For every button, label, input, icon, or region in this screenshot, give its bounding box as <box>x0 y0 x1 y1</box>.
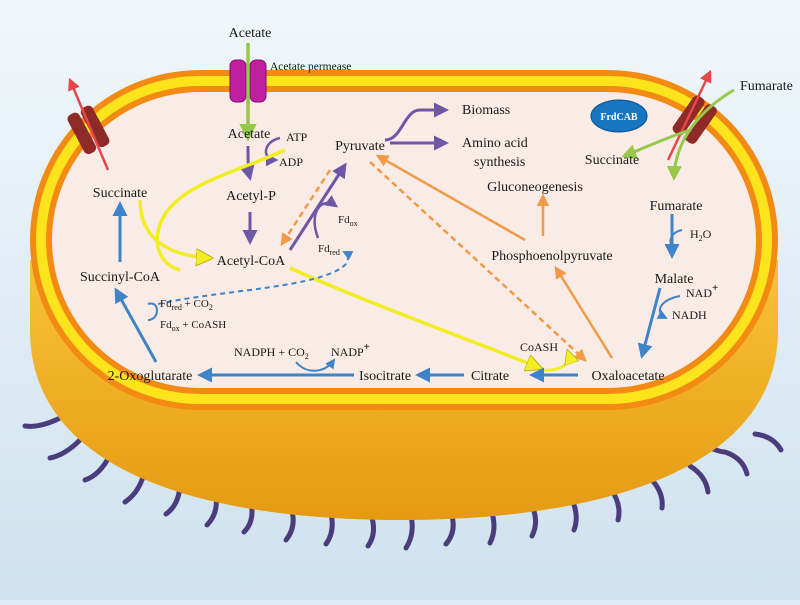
succinate-right-label: Succinate <box>585 153 639 168</box>
citrate-label: Citrate <box>471 369 509 384</box>
enzyme-blob-icon: FrdCAB <box>590 99 648 133</box>
malate-to-oxaloacetate-arrow <box>637 287 662 359</box>
nadph-loop <box>295 358 336 372</box>
gluconeogenesis-label: Gluconeogenesis <box>487 180 583 195</box>
two-oxoglutarate-label: 2-Oxoglutarate <box>108 369 193 384</box>
succinate-frd-arrow <box>621 128 691 159</box>
nad-label: NAD+ <box>686 282 718 300</box>
fd-loop-arrow <box>313 195 339 239</box>
fumarate-out-label: Fumarate <box>740 79 793 94</box>
acetyl-p-label: Acetyl-P <box>226 189 276 204</box>
fumarate-uptake-arrow <box>666 88 735 181</box>
acetate-in-label: Acetate <box>228 127 271 142</box>
pyruvate-to-acetylcoa-dashed-arrow <box>280 169 332 247</box>
nadph-co2-label: NADPH + CO2 <box>234 345 309 361</box>
pyruvate-to-oxaloacetate-dashed-arrow <box>369 161 587 362</box>
acetate-permease-label: Acetate permease <box>270 61 351 73</box>
acetyl-coa-label: Acetyl-CoA <box>217 254 286 269</box>
yellow-succinate-loop <box>155 148 286 272</box>
amino-acid-label: Amino acid <box>462 136 528 151</box>
oxaloacetate-label: Oxaloacetate <box>591 369 664 384</box>
phosphoenolpyruvate-label: Phosphoenolpyruvate <box>491 249 612 264</box>
succinate-export-arrow <box>68 77 110 171</box>
atp-label: ATP <box>286 130 308 144</box>
succinate-left-label: Succinate <box>93 186 147 201</box>
succinate-to-acetylcoa-arrow <box>138 199 210 258</box>
atp-adp-arrow <box>264 136 281 167</box>
nadp-label: NADP+ <box>331 341 370 359</box>
fd-co2-loop <box>147 302 158 321</box>
coash-release-arrow <box>539 352 569 372</box>
succinyl-coa-label: Succinyl-CoA <box>80 270 161 285</box>
acetylcoa-to-citrate-arrow <box>289 266 540 368</box>
oxaloacetate-to-pep-arrow <box>554 265 614 359</box>
h2o-label: H2O <box>690 227 712 243</box>
frdcab-label: FrdCAB <box>600 112 638 123</box>
fd-ox-top-label: Fdox <box>338 214 358 228</box>
nadh-label: NADH <box>672 308 707 322</box>
acetate-top-label: Acetate <box>229 26 272 41</box>
isocitrate-label: Isocitrate <box>359 369 411 384</box>
permease-icon <box>229 59 267 103</box>
fumarate-in-label: Fumarate <box>650 199 703 214</box>
fd-red-dashed-arrow <box>157 251 354 305</box>
malate-label: Malate <box>655 272 694 287</box>
h2o-loop <box>669 229 683 247</box>
pyruvate-to-biomass-arrow <box>384 102 449 142</box>
fd-ox-coash-label: Fdox + CoASH <box>160 319 226 333</box>
fd-red-co2-label: Fdred + CO2 <box>160 298 213 312</box>
transporter-icon <box>67 105 110 155</box>
synthesis-label: synthesis <box>474 155 525 170</box>
oxoglutarate-to-succinylcoa-arrow <box>114 287 158 363</box>
pep-to-pyruvate-arrow <box>375 154 526 242</box>
adp-label: ADP <box>279 155 303 169</box>
cytoplasm <box>52 92 756 388</box>
fd-red-top-label: Fdred <box>318 243 340 257</box>
nad-nadh-loop <box>656 295 681 319</box>
coash-label: CoASH <box>520 340 558 354</box>
biomass-label: Biomass <box>462 103 510 118</box>
pyruvate-label: Pyruvate <box>335 139 385 154</box>
right-export-arrow <box>666 69 712 161</box>
